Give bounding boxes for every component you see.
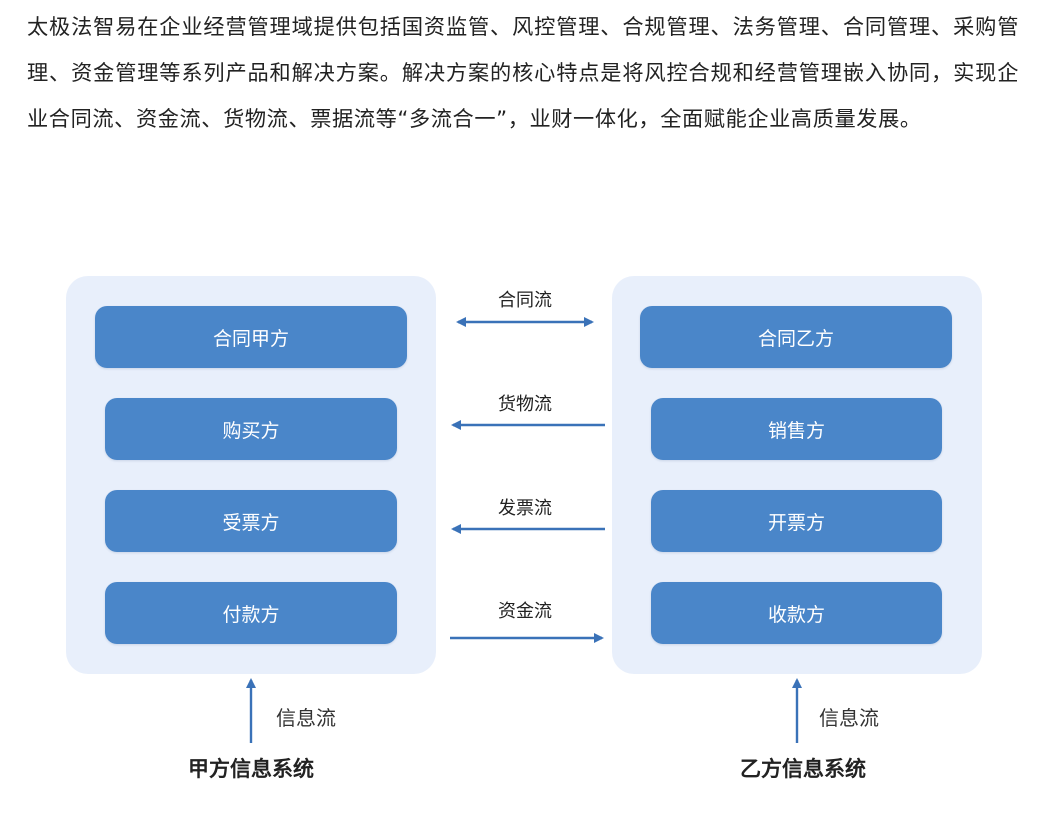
invoice-issuer-box: 开票方 [651,490,942,552]
payer-box: 付款方 [105,582,397,644]
party-b-system-label: 乙方信息系统 [740,757,866,781]
right-info-flow-label: 信息流 [819,706,879,730]
contract-party-a-box: 合同甲方 [95,306,407,368]
left-info-flow-label: 信息流 [276,706,336,730]
funds-flow-label: 资金流 [498,601,552,622]
contract-flow-label: 合同流 [498,290,552,311]
contract-party-b-box: 合同乙方 [640,306,952,368]
invoice-flow-label: 发票流 [498,498,552,519]
invoice-receiver-box: 受票方 [105,490,397,552]
buyer-box: 购买方 [105,398,397,460]
goods-flow-label: 货物流 [498,394,552,415]
seller-box: 销售方 [651,398,942,460]
intro-paragraph: 太极法智易在企业经营管理域提供包括国资监管、风控管理、合规管理、法务管理、合同管… [27,14,1019,131]
payee-box: 收款方 [651,582,942,644]
party-a-system-label: 甲方信息系统 [188,757,314,781]
